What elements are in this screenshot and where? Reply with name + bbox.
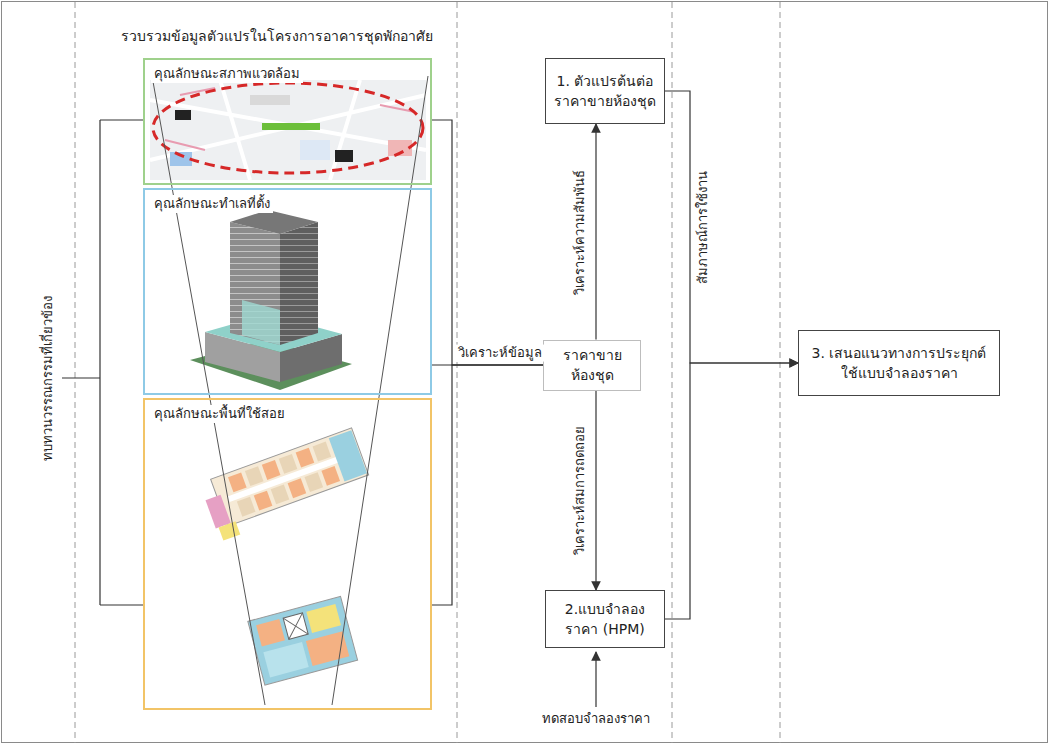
- edge-label: วิเคราะห์ความสัมพันธ์: [572, 166, 589, 297]
- panel-heading: คุณลักษณะสภาพแวดล้อม: [151, 65, 303, 83]
- edge-label: วิเคราะห์สมการถดถอย: [572, 423, 589, 558]
- usable-area-panel: คุณลักษณะพื้นที่ใช้สอย: [143, 398, 432, 710]
- panel-heading: คุณลักษณะพื้นที่ใช้สอย: [151, 405, 288, 423]
- edge-label: สัมภาษณ์การใช้งาน: [695, 168, 712, 287]
- side-label: ทบทวนวรรณกรรมที่เกี่ยวข้อง: [40, 293, 57, 464]
- connector-line: [432, 365, 543, 605]
- process-box: 1. ตัวแปรต้นต่อ ราคาขายห้องชุด: [545, 58, 665, 124]
- box-text: ราคาขายห้องชุด: [552, 345, 632, 386]
- arrow: [595, 391, 596, 591]
- box-text: 2.แบบจำลองราคา (HPM): [554, 599, 656, 640]
- arrow: [595, 124, 596, 340]
- location-panel: คุณลักษณะทำเลที่ตั้ง: [143, 188, 432, 395]
- process-box: 2.แบบจำลองราคา (HPM): [545, 590, 665, 648]
- edge-label: วิเคราะห์ข้อมูล: [455, 345, 545, 362]
- input-label: ทดสอบจำลองราคา: [539, 711, 653, 728]
- arrow: [665, 91, 798, 363]
- box-text: 1. ตัวแปรต้นต่อ ราคาขายห้องชุด: [554, 71, 656, 112]
- connector-line: [432, 120, 543, 365]
- section-heading: รวบรวมข้อมูลตัวแปรในโครงการอาคารชุดพักอา…: [118, 27, 436, 45]
- process-box: 3. เสนอแนวทางการประยุกต์ ใช้แบบจำลองราคา: [798, 330, 1000, 396]
- box-text: 3. เสนอแนวทางการประยุกต์ ใช้แบบจำลองราคา: [807, 343, 991, 384]
- environment-panel: คุณลักษณะสภาพแวดล้อม: [143, 58, 432, 185]
- price-box: ราคาขายห้องชุด: [543, 340, 641, 391]
- arrow: [665, 363, 798, 619]
- panel-heading: คุณลักษณะทำเลที่ตั้ง: [151, 195, 273, 213]
